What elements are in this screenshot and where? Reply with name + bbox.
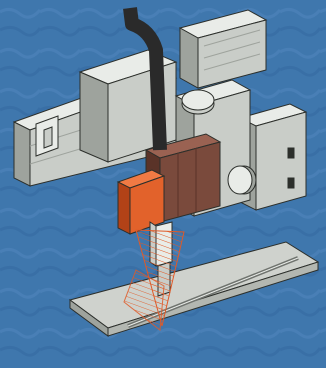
adjustment-knob-lower (228, 166, 256, 194)
adjustment-knob-upper (182, 90, 214, 114)
laser-head (118, 170, 164, 234)
